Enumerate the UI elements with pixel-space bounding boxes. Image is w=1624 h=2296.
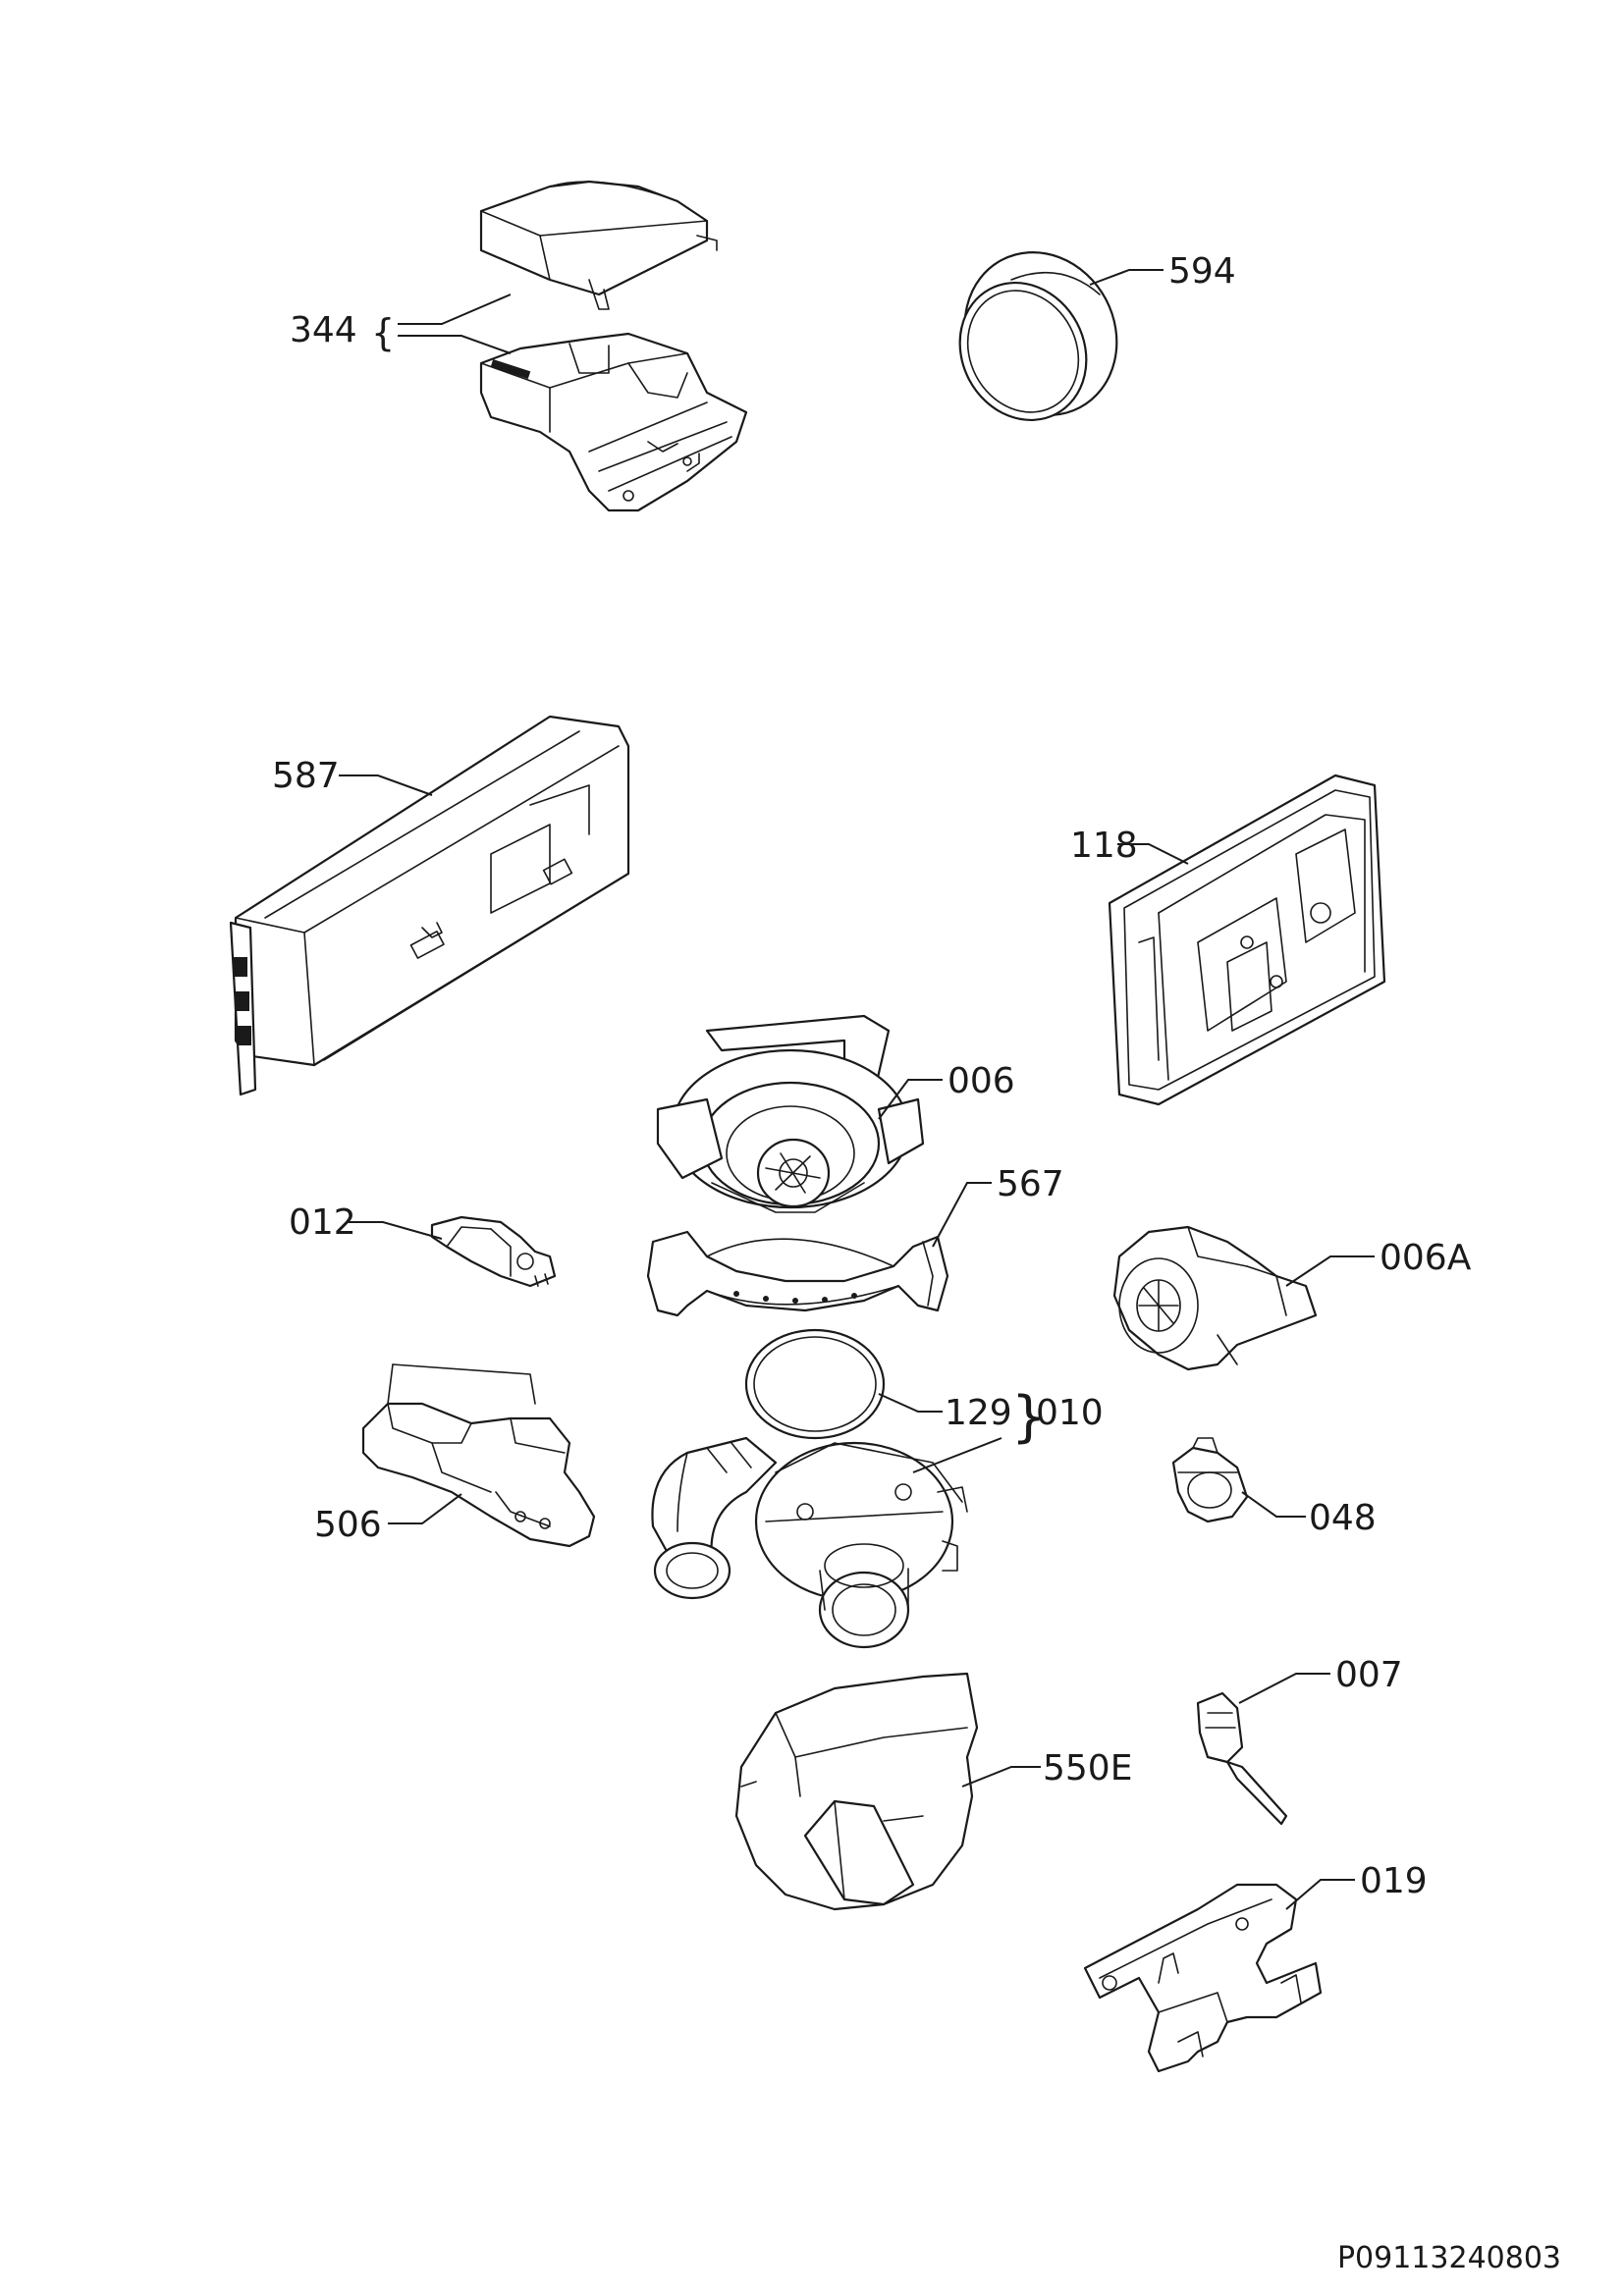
part-567-bracket[interactable] <box>646 1230 949 1317</box>
part-567-label: 567 <box>997 1164 1064 1204</box>
part-506-dispenser[interactable] <box>361 1363 596 1548</box>
part-006A-label: 006A <box>1380 1238 1472 1278</box>
part-010-callout <box>912 1437 1002 1473</box>
part-006-pump[interactable] <box>656 1014 925 1213</box>
part-007-callout: 007 <box>1238 1655 1403 1704</box>
part-019-callout: 019 <box>1285 1861 1428 1910</box>
part-012-label: 012 <box>289 1202 356 1243</box>
svg-text:{: { <box>371 311 395 354</box>
part-550E-label: 550E <box>1043 1748 1132 1789</box>
part-006-callout: 006 <box>878 1061 1015 1120</box>
part-118-callout: 118 <box>1070 826 1189 866</box>
part-048-label: 048 <box>1309 1498 1377 1538</box>
part-550E-callout: 550E <box>961 1748 1132 1789</box>
part-012-callout: 012 <box>289 1202 443 1243</box>
part-118-panel[interactable] <box>1108 774 1386 1106</box>
part-007-sensor[interactable] <box>1196 1691 1288 1826</box>
part-007-label: 007 <box>1335 1655 1403 1695</box>
part-587-box[interactable] <box>229 715 630 1096</box>
part-506-label: 506 <box>314 1505 382 1545</box>
part-010-label: 010 <box>1036 1393 1104 1433</box>
part-594-ring[interactable] <box>936 226 1145 443</box>
part-506-callout: 506 <box>314 1493 462 1545</box>
part-012-sensor[interactable] <box>430 1215 557 1288</box>
part-594-callout: 594 <box>1089 251 1236 292</box>
part-010-circulation-pump[interactable] <box>651 1436 968 1649</box>
part-006A-drain-pump[interactable] <box>1112 1225 1318 1371</box>
part-550E-cover[interactable] <box>734 1672 979 1911</box>
part-019-part[interactable] <box>1083 1883 1323 2073</box>
part-344-callout: 344 { <box>290 294 512 354</box>
part-344-label: 344 <box>290 310 357 350</box>
document-id: P09113240803 <box>1337 2241 1561 2275</box>
part-567-callout: 567 <box>932 1164 1064 1248</box>
part-019-label: 019 <box>1360 1861 1428 1901</box>
part-594-label: 594 <box>1168 251 1236 292</box>
part-344-module[interactable] <box>479 180 748 512</box>
svg-text:}: } <box>1011 1385 1047 1449</box>
part-006-label: 006 <box>947 1061 1015 1101</box>
part-129-gasket[interactable] <box>744 1328 886 1440</box>
part-006A-callout: 006A <box>1285 1238 1472 1287</box>
part-129-callout: 129 } 010 <box>878 1385 1104 1449</box>
part-048-switch[interactable] <box>1171 1437 1249 1523</box>
part-129-label: 129 <box>945 1393 1012 1433</box>
part-048-callout: 048 <box>1241 1491 1377 1538</box>
part-587-callout: 587 <box>272 756 433 796</box>
part-587-label: 587 <box>272 756 340 796</box>
part-118-label: 118 <box>1070 826 1138 866</box>
